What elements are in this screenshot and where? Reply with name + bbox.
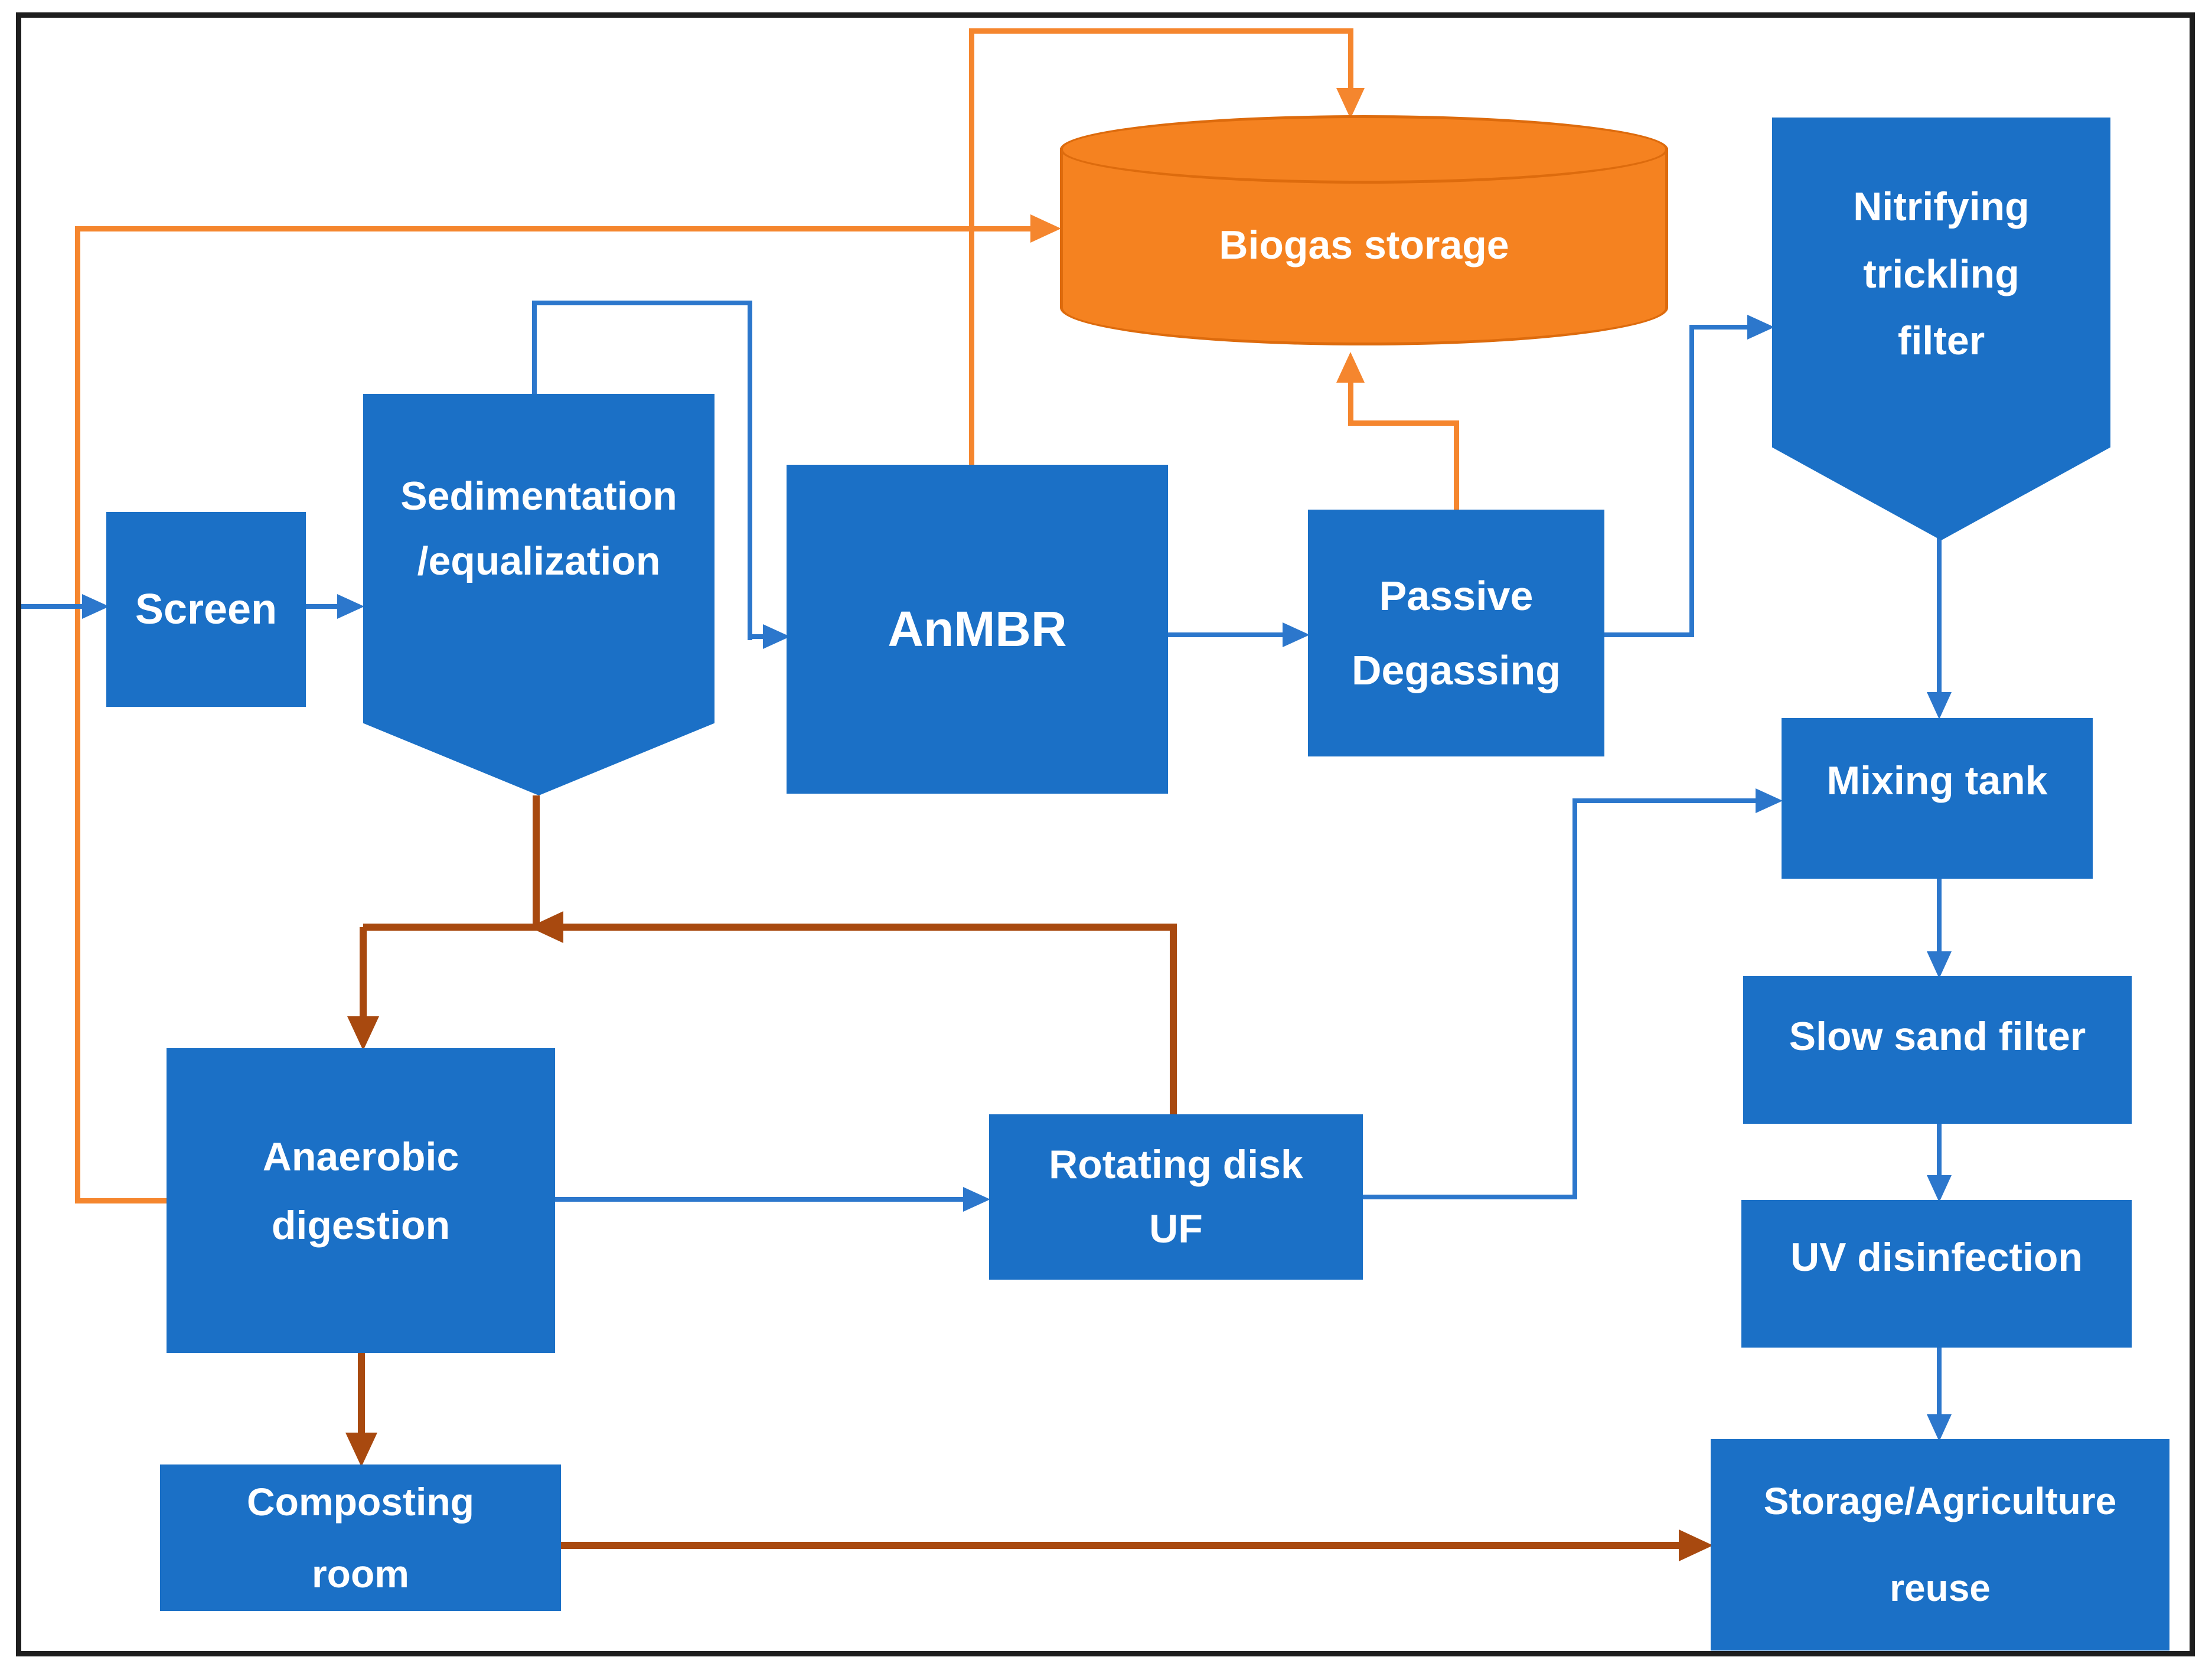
- arrowhead: [1747, 315, 1774, 340]
- edge-segment: [1348, 383, 1353, 424]
- edge-segment: [533, 795, 540, 931]
- node-screen: Screen: [106, 512, 306, 707]
- edge-segment: [1689, 325, 1747, 330]
- arrowhead: [347, 1016, 379, 1051]
- edge-segment: [21, 604, 82, 609]
- arrowhead: [1336, 352, 1365, 383]
- node-storage-agriculture-reuse: Storage/Agriculture reuse: [1711, 1439, 2169, 1651]
- node-nitrifying-trickling-filter: Nitrifying trickling filter: [1772, 118, 2110, 540]
- edge-segment: [1937, 879, 1942, 951]
- arrowhead: [1927, 1175, 1952, 1202]
- edge-segment: [532, 301, 752, 305]
- arrowhead: [345, 1433, 377, 1467]
- arrowhead: [1679, 1529, 1713, 1561]
- arrowhead: [529, 911, 563, 943]
- edge-segment: [1572, 798, 1756, 803]
- arrowhead: [763, 624, 790, 649]
- edge-segment: [306, 604, 337, 609]
- node-passive-degassing: Passive Degassing: [1308, 510, 1604, 756]
- edge-segment: [1572, 798, 1577, 1199]
- edge-segment: [1170, 924, 1177, 1114]
- arrowhead: [1756, 788, 1783, 813]
- edge-segment: [1937, 1348, 1942, 1414]
- edge-segment: [561, 1542, 1679, 1549]
- edge-segment: [1454, 420, 1459, 510]
- arrowhead: [1927, 1414, 1952, 1441]
- arrowhead: [337, 594, 364, 619]
- edge-segment: [363, 924, 1177, 931]
- arrowhead: [1283, 622, 1310, 647]
- node-biogas-storage: Biogas storage: [1060, 115, 1668, 345]
- edge-segment: [75, 226, 80, 1203]
- edge-segment: [748, 301, 752, 640]
- node-mixing-tank: Mixing tank: [1782, 718, 2093, 879]
- node-anmbr: AnMBR: [787, 465, 1168, 794]
- arrowhead: [963, 1187, 990, 1212]
- edge-segment: [969, 28, 1353, 34]
- edge-segment: [1168, 632, 1283, 637]
- node-rotating-disk-uf: Rotating disk UF: [989, 1114, 1363, 1280]
- edge-segment: [532, 301, 537, 396]
- edge-segment: [1348, 420, 1459, 426]
- edge-segment: [1604, 632, 1694, 637]
- edge-segment: [77, 1198, 169, 1203]
- arrowhead: [1336, 88, 1365, 119]
- edge-segment: [1348, 28, 1353, 88]
- arrowhead: [1927, 951, 1952, 978]
- node-composting-room: Composting room: [160, 1464, 561, 1611]
- node-sedimentation-equalization: Sedimentation /equalization: [363, 394, 715, 795]
- edge-segment: [358, 1353, 365, 1434]
- edge-segment: [1937, 1124, 1942, 1175]
- node-anaerobic-digestion: Anaerobic digestion: [167, 1048, 555, 1353]
- node-slow-sand-filter: Slow sand filter: [1743, 976, 2132, 1124]
- edge-segment: [1937, 537, 1942, 692]
- arrowhead: [82, 594, 109, 619]
- edge-segment: [969, 31, 974, 465]
- edge-segment: [1689, 325, 1694, 637]
- arrowhead: [1030, 214, 1061, 243]
- edge-segment: [75, 226, 1030, 231]
- arrowhead: [1927, 692, 1952, 719]
- edge-segment: [360, 927, 367, 1017]
- node-uv-disinfection: UV disinfection: [1741, 1200, 2132, 1348]
- edge-segment: [1363, 1195, 1577, 1199]
- biogas-storage-label: Biogas storage: [1219, 223, 1509, 268]
- edge-segment: [555, 1197, 963, 1202]
- cylinder-top-ellipse: [1060, 115, 1668, 184]
- diagram-border: [16, 12, 2195, 1656]
- edge-segment: [748, 634, 763, 639]
